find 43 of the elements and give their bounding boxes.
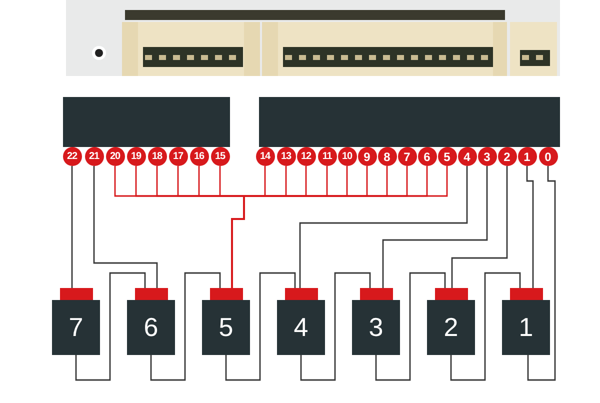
pin-number: 15 (210, 147, 230, 166)
pin-number: 9 (358, 147, 376, 166)
battery-cell: 1 (502, 300, 550, 355)
wire (71, 166, 73, 288)
pin-number: 5 (438, 147, 456, 166)
wire (93, 166, 158, 288)
pin-number: 8 (378, 147, 396, 166)
wire (300, 272, 371, 381)
battery-cell: 5 (202, 300, 250, 355)
pin-number: 20 (106, 147, 124, 166)
pin-number: 1 (518, 147, 536, 166)
wire (382, 166, 488, 288)
pin-number: 2 (498, 147, 516, 166)
pin-number: 14 (256, 147, 274, 166)
pin-number: 22 (62, 147, 82, 166)
pin-number: 4 (458, 147, 476, 166)
wire (527, 166, 556, 381)
wire (451, 166, 508, 288)
wire (75, 272, 146, 381)
battery-cell: 3 (352, 300, 400, 355)
wire (450, 272, 521, 381)
pin-number: 6 (418, 147, 436, 166)
pin-number: 13 (276, 147, 296, 166)
pin-number: 16 (190, 147, 208, 166)
pin-number: 3 (478, 147, 496, 166)
pin-number: 7 (398, 147, 416, 166)
pin-number: 11 (318, 147, 336, 166)
pin-number: 12 (296, 147, 316, 166)
pin-number: 0 (538, 147, 558, 166)
battery-cell: 7 (52, 300, 100, 355)
wire (150, 272, 221, 381)
battery-cell: 2 (427, 300, 475, 355)
wire (225, 272, 296, 381)
pin-number: 19 (126, 147, 146, 166)
pin-number: 17 (168, 147, 188, 166)
pin-number: 21 (84, 147, 104, 166)
battery-cell: 6 (127, 300, 175, 355)
wire (299, 166, 468, 288)
pin-number: 18 (148, 147, 166, 166)
wire (375, 272, 446, 381)
pin-number: 10 (338, 147, 356, 166)
wire (526, 166, 534, 288)
battery-cell: 4 (277, 300, 325, 355)
